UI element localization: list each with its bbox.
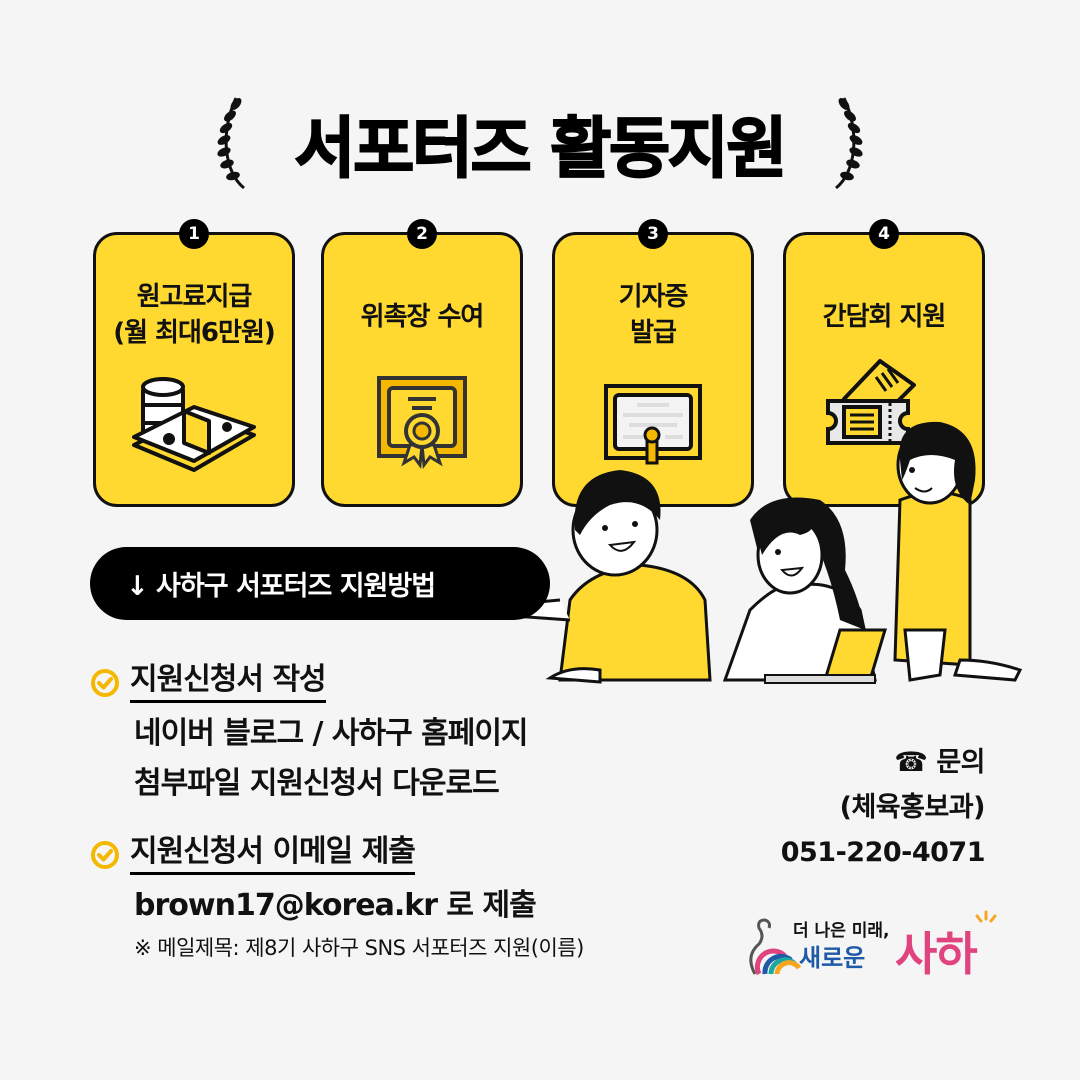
money-icon [132, 377, 256, 472]
ticket-icon [826, 359, 917, 445]
contact-department: (체육홍보과) [839, 792, 986, 823]
card-label: 원고료지급 (월 최대6만원) [113, 282, 276, 348]
sun-rays-icon [975, 910, 997, 923]
card-number-badge: 1 [179, 219, 209, 249]
step-heading: 지원신청서 작성 [130, 662, 327, 703]
step-line: 네이버 블로그 / 사하구 홈페이지 [134, 716, 529, 751]
check-circle-icon [91, 668, 119, 697]
step-line: 첨부파일 지원신청서 다운로드 [134, 766, 500, 801]
laurel-left-icon [217, 97, 245, 190]
certificate-award-icon [377, 376, 467, 469]
people-illustration [500, 421, 1023, 684]
swan-logo-icon [749, 918, 802, 976]
card-number-badge: 3 [638, 219, 668, 249]
logo-slogan-new: 새로운 [799, 944, 866, 972]
contact-phone[interactable]: 051-220-4071 [780, 837, 986, 868]
card-label: 기자증 발급 [618, 282, 689, 348]
contact-info: ☎ 문의 (체육홍보과) 051-220-4071 [780, 740, 986, 875]
logo-brand: 사하 [895, 927, 978, 981]
card-label: 위촉장 수여 [360, 302, 485, 332]
step-heading: 지원신청서 이메일 제출 [130, 834, 416, 875]
card-label: 간담회 지원 [822, 302, 947, 332]
diploma-icon [604, 384, 702, 465]
submission-email-link[interactable]: brown17@korea.kr 로 제출 [134, 888, 537, 923]
step-write-application: 지원신청서 작성 네이버 블로그 / 사하구 홈페이지 첨부파일 지원신청서 다… [90, 662, 529, 809]
page-title: 서포터즈 활동지원 [294, 109, 789, 188]
benefit-card-manuscript-fee: 1 원고료지급 (월 최대6만원) [93, 219, 295, 507]
check-circle-icon [91, 840, 119, 869]
benefit-card-press-pass: 3 기자증 발급 [552, 219, 754, 507]
page-title-wrap: 서포터즈 활동지원 [0, 88, 1080, 198]
email-subject-note: ※ 메일제목: 제8기 사하구 SNS 서포터즈 지원(이름) [134, 936, 584, 960]
method-header-pill: ↓ 사하구 서포터즈 지원방법 [90, 547, 550, 620]
logo-slogan: 더 나은 미래, [793, 921, 890, 941]
step-email-submission: 지원신청서 이메일 제출 brown17@korea.kr 로 제출 ※ 메일제… [90, 834, 584, 965]
saha-logo: 더 나은 미래, 새로운 사하 [745, 910, 1005, 981]
card-number-badge: 4 [869, 219, 899, 249]
card-number-badge: 2 [407, 219, 437, 249]
laurel-right-icon [835, 97, 863, 190]
contact-label: ☎ 문의 [894, 747, 985, 778]
benefit-card-appointment: 2 위촉장 수여 [321, 219, 523, 507]
